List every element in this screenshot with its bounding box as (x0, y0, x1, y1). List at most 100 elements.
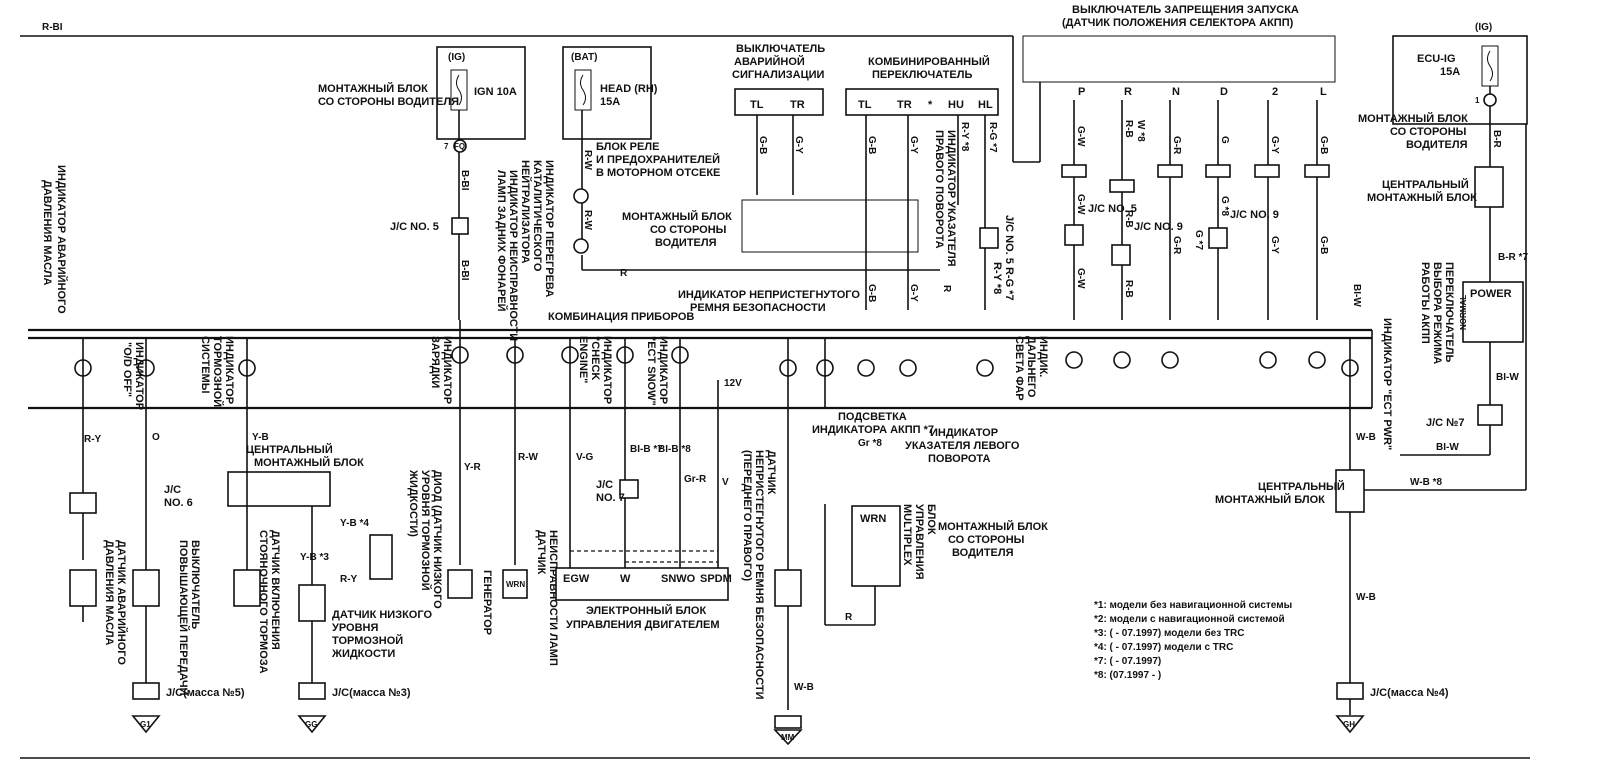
cluster-lamps (74, 346, 1359, 377)
svg-text:(BAT): (BAT) (571, 52, 597, 63)
svg-text:G *7: G *7 (1193, 230, 1204, 250)
svg-text:ИНДИКАТОР: ИНДИКАТОР (930, 427, 998, 439)
svg-text:J/C NO. 5: J/C NO. 5 (1088, 203, 1137, 215)
svg-text:ИНДИКАТОР: ИНДИКАТОР (601, 336, 613, 404)
svg-text:FQ: FQ (454, 142, 465, 151)
svg-text:R-B: R-B (1123, 120, 1134, 138)
top-wire-label: R-BI (42, 22, 63, 33)
svg-text:ИНДИКАТОР УКАЗАТЕЛЯ: ИНДИКАТОР УКАЗАТЕЛЯ (945, 130, 957, 267)
fuse-head-rh: (BAT) HEAD (RH) 15A (562, 46, 940, 271)
svg-text:J/C NO. 5: J/C NO. 5 (390, 221, 439, 233)
svg-text:POWER: POWER (1470, 288, 1512, 300)
svg-text:7: 7 (444, 142, 449, 151)
svg-text:УПРАВЛЕНИЯ: УПРАВЛЕНИЯ (913, 504, 925, 580)
svg-text:ЛАМП ЗАДНИХ ФОНАРЕЙ: ЛАМП ЗАДНИХ ФОНАРЕЙ (495, 170, 508, 312)
svg-text:БЛОК РЕЛЕ: БЛОК РЕЛЕ (596, 141, 659, 153)
fuse-ecu-ig: (IG) ECU-IG 15A 1 (1392, 22, 1528, 300)
svg-text:(ПЕРЕДНЕГО ПРАВОГО): (ПЕРЕДНЕГО ПРАВОГО) (741, 450, 753, 581)
svg-text:МОНТАЖНЫЙ БЛОК: МОНТАЖНЫЙ БЛОК (1358, 112, 1468, 125)
fuse-ign: (IG) IGN 10A 7 FQ (436, 46, 526, 320)
svg-text:R-W: R-W (582, 150, 593, 171)
svg-text:BI-W: BI-W (1351, 284, 1362, 307)
svg-text:W *8: W *8 (1135, 120, 1146, 142)
svg-text:ГЕНЕРАТОР: ГЕНЕРАТОР (481, 570, 493, 635)
svg-text:NO. 7: NO. 7 (596, 492, 625, 504)
svg-text:Y-R: Y-R (464, 462, 481, 473)
svg-text:G-Y: G-Y (908, 284, 919, 302)
svg-text:ЗАРЯДКИ: ЗАРЯДКИ (429, 336, 441, 388)
svg-text:HU: HU (948, 99, 964, 111)
svg-text:G-B: G-B (1318, 236, 1329, 254)
svg-text:R-B: R-B (1123, 280, 1134, 298)
svg-text:"O/D OFF": "O/D OFF" (121, 342, 133, 397)
svg-text:TL: TL (750, 99, 764, 111)
svg-text:Y-B *4: Y-B *4 (340, 518, 369, 529)
svg-text:ИНДИКАТОР: ИНДИКАТОР (133, 342, 145, 410)
svg-text:ENGINE": ENGINE" (577, 336, 589, 383)
svg-text:*2: модели с навигационной сис: *2: модели с навигационной системой (1094, 614, 1285, 625)
svg-text:УРОВНЯ ТОРМОЗНОЙ: УРОВНЯ ТОРМОЗНОЙ (419, 470, 432, 591)
svg-text:EGW: EGW (563, 573, 590, 585)
svg-text:ИНДИКАТОР АВАРИЙНОГО: ИНДИКАТОР АВАРИЙНОГО (55, 165, 68, 314)
svg-text:G-W: G-W (1075, 194, 1086, 215)
svg-text:G-Y: G-Y (1269, 236, 1280, 254)
multiplex-unit (851, 505, 901, 587)
svg-text:МОНТАЖНЫЙ БЛОК: МОНТАЖНЫЙ БЛОК (938, 520, 1048, 533)
svg-text:МОНТАЖНЫЙ БЛОК: МОНТАЖНЫЙ БЛОК (1367, 191, 1477, 204)
svg-text:B-R: B-R (1491, 130, 1502, 149)
svg-text:ИНДИКАТОР: ИНДИКАТОР (657, 336, 669, 404)
svg-text:(ДАТЧИК ПОЛОЖЕНИЯ СЕЛЕКТОРА АК: (ДАТЧИК ПОЛОЖЕНИЯ СЕЛЕКТОРА АКПП) (1062, 17, 1294, 29)
svg-text:12V: 12V (724, 378, 742, 389)
svg-text:B-BI: B-BI (459, 260, 470, 281)
svg-text:B-R *7: B-R *7 (1498, 252, 1528, 263)
mode-switch (1462, 281, 1524, 343)
svg-text:Y-B *3: Y-B *3 (300, 552, 329, 563)
svg-text:ИНДИКАТОР НЕПРИСТЕГНУТОГО: ИНДИКАТОР НЕПРИСТЕГНУТОГО (678, 289, 860, 301)
svg-text:TR: TR (897, 99, 912, 111)
hazard-switch (734, 88, 824, 116)
svg-text:ЦЕНТРАЛЬНЫЙ: ЦЕНТРАЛЬНЫЙ (1258, 480, 1345, 493)
svg-text:SPDM: SPDM (700, 573, 732, 585)
svg-text:ДАВЛЕНИЯ МАСЛА: ДАВЛЕНИЯ МАСЛА (41, 180, 53, 286)
svg-text:MM: MM (781, 733, 795, 742)
svg-text:*8: (07.1997 - ): *8: (07.1997 - ) (1094, 670, 1161, 681)
svg-text:МОНТАЖНЫЙ БЛОК: МОНТАЖНЫЙ БЛОК (318, 82, 428, 95)
svg-text:УРОВНЯ: УРОВНЯ (332, 622, 378, 634)
svg-text:WRN: WRN (506, 580, 525, 589)
svg-text:*: * (928, 99, 933, 111)
svg-text:*1: модели без навигационной с: *1: модели без навигационной системы (1094, 599, 1292, 611)
svg-text:СИГНАЛИЗАЦИИ: СИГНАЛИЗАЦИИ (732, 69, 825, 81)
svg-text:2: 2 (1272, 86, 1278, 98)
svg-text:Y-B: Y-B (252, 432, 269, 443)
svg-text:J/C NO. 9: J/C NO. 9 (1230, 209, 1279, 221)
svg-text:R-B: R-B (1123, 210, 1134, 228)
svg-text:СВЕТА ФАР: СВЕТА ФАР (1013, 336, 1025, 401)
svg-text:ВЫКЛЮЧАТЕЛЬ ЗАПРЕЩЕНИЯ ЗАПУСКА: ВЫКЛЮЧАТЕЛЬ ЗАПРЕЩЕНИЯ ЗАПУСКА (1072, 4, 1299, 16)
svg-text:N: N (1172, 86, 1180, 98)
svg-text:ЦЕНТРАЛЬНЫЙ: ЦЕНТРАЛЬНЫЙ (1382, 178, 1469, 191)
svg-text:G: G (1219, 136, 1230, 144)
svg-text:ДАТЧИК: ДАТЧИК (765, 450, 777, 495)
svg-text:ВОДИТЕЛЯ: ВОДИТЕЛЯ (952, 547, 1014, 559)
svg-text:ПОДСВЕТКА: ПОДСВЕТКА (838, 411, 907, 423)
svg-text:15A: 15A (600, 96, 620, 108)
svg-text:G1: G1 (140, 720, 151, 729)
svg-text:J/C: J/C (164, 484, 181, 496)
svg-text:ДАТЧИК НИЗКОГО: ДАТЧИК НИЗКОГО (332, 609, 432, 621)
svg-text:ИНДИК.: ИНДИК. (1037, 336, 1049, 377)
svg-text:W-B: W-B (794, 682, 814, 693)
svg-text:ИНДИКАТОР НЕИСПРАВНОСТИ: ИНДИКАТОР НЕИСПРАВНОСТИ (507, 170, 519, 341)
svg-text:R: R (620, 268, 628, 279)
svg-text:АВАРИЙНОЙ: АВАРИЙНОЙ (734, 55, 805, 68)
svg-text:R-W: R-W (518, 452, 539, 463)
combination-switch (845, 88, 999, 116)
svg-text:ТОРМОЗНОЙ: ТОРМОЗНОЙ (211, 336, 224, 407)
svg-text:G-B: G-B (866, 136, 877, 154)
svg-text:BI-B *7: BI-B *7 (630, 444, 663, 455)
svg-text:В МОТОРНОМ ОТСЕКЕ: В МОТОРНОМ ОТСЕКЕ (596, 167, 720, 179)
svg-text:СИСТЕМЫ: СИСТЕМЫ (199, 336, 211, 394)
svg-text:R-G *7: R-G *7 (987, 122, 998, 153)
svg-text:HL: HL (978, 99, 993, 111)
svg-text:G-Y: G-Y (908, 136, 919, 154)
svg-text:ДАТЧИК: ДАТЧИК (535, 530, 547, 575)
